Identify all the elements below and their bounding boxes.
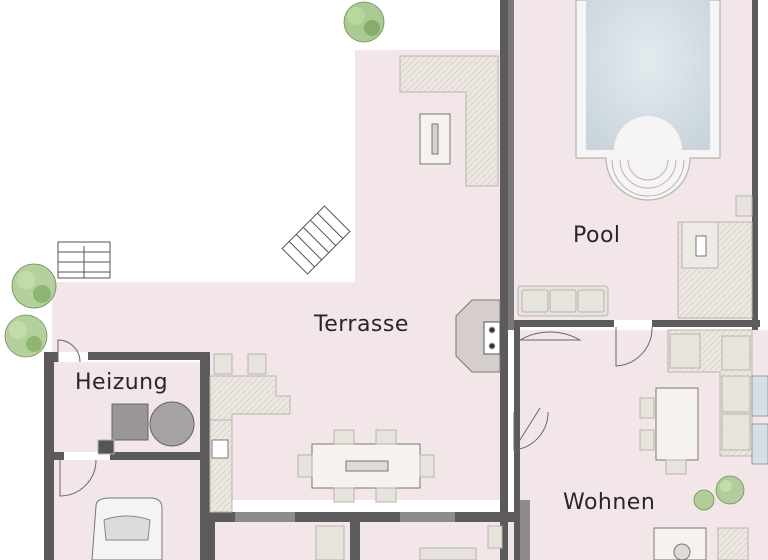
- plant: [343, 1, 385, 43]
- room-label-terrasse: Terrasse: [314, 312, 409, 337]
- plant: [715, 475, 745, 505]
- tank: [149, 401, 195, 447]
- boiler: [111, 403, 149, 441]
- plant: [4, 314, 48, 358]
- plants: [4, 1, 745, 511]
- terrasse-sofa: [399, 55, 499, 187]
- wohnen-dining-table: [655, 387, 699, 461]
- walls: [44, 0, 760, 560]
- doors: [57, 326, 653, 497]
- pool: [575, 0, 721, 201]
- furniture: [57, 55, 768, 560]
- sun-lounger: [57, 241, 111, 279]
- plant: [693, 489, 715, 511]
- room-label-wohnen: Wohnen: [563, 490, 656, 515]
- room-label-pool: Pool: [573, 223, 621, 248]
- terrasse-floor: [52, 50, 502, 500]
- sun-lounger: [281, 205, 351, 275]
- pool-water: [586, 0, 710, 150]
- plant: [11, 263, 57, 309]
- room-label-heizung: Heizung: [75, 370, 169, 395]
